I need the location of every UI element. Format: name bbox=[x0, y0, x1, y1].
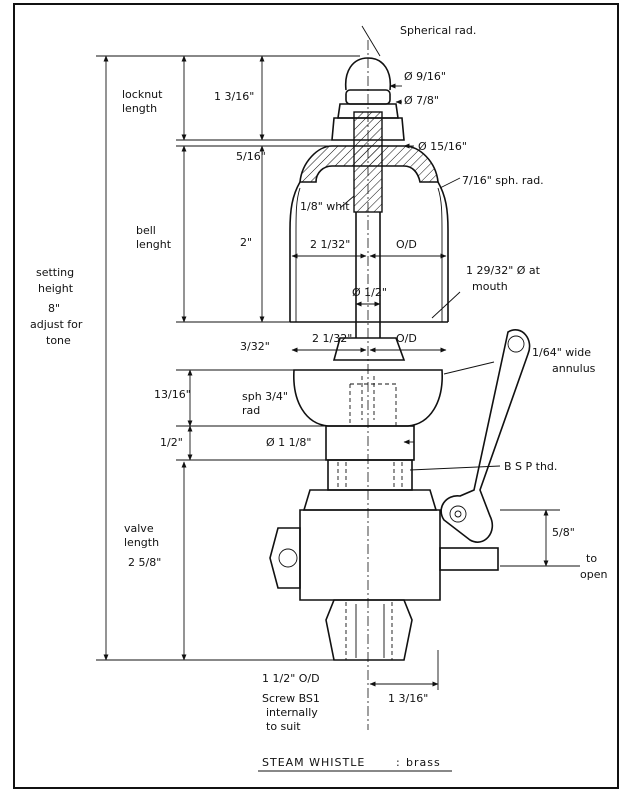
label-valve-length-value: 2 5/8" bbox=[128, 556, 161, 569]
dim-height-13-16: 13/16" bbox=[154, 388, 191, 401]
annotation-labels: Spherical rad. locknut length bell lengh… bbox=[30, 24, 607, 733]
horizontal-dimensions bbox=[291, 25, 580, 690]
dim-dia-1-1-8: Ø 1 1/8" bbox=[266, 436, 311, 449]
label-setting-height: height bbox=[38, 282, 74, 295]
label-bell: bell bbox=[136, 224, 156, 237]
dim-dia-1-2: Ø 1/2" bbox=[352, 286, 387, 299]
caption-separator: : bbox=[396, 756, 401, 769]
dim-od-bell: O/D bbox=[396, 238, 417, 251]
label-to-suit: to suit bbox=[266, 720, 301, 733]
label-mouth-diameter: 1 29/32" Ø at bbox=[466, 264, 541, 277]
left-dimensions bbox=[96, 55, 360, 661]
label-annulus: annulus bbox=[552, 362, 596, 375]
label-mouth: mouth bbox=[472, 280, 508, 293]
dim-height-1-3-16: 1 3/16" bbox=[214, 90, 254, 103]
dim-height-2: 2" bbox=[240, 236, 252, 249]
label-annulus-width: 1/64" wide bbox=[532, 346, 591, 359]
valve-body bbox=[269, 489, 499, 661]
label-locknut: locknut bbox=[122, 88, 163, 101]
dim-width-2-1-32-base: 2 1/32" bbox=[312, 332, 352, 345]
caption-title: STEAM WHISTLE bbox=[262, 756, 365, 769]
bell bbox=[289, 111, 449, 338]
label-setting-height-value: 8" bbox=[48, 302, 60, 315]
dim-height-1-2: 1/2" bbox=[160, 436, 183, 449]
label-bsp-thread: B S P thd. bbox=[504, 460, 557, 473]
dimension-values: Ø 9/16" Ø 7/8" Ø 15/16" 1 3/16" 5/16" 2"… bbox=[154, 70, 575, 705]
valve-lever bbox=[440, 329, 531, 543]
label-outlet-od: 1 1/2" O/D bbox=[262, 672, 320, 685]
label-tone: tone bbox=[46, 334, 71, 347]
label-valve-length: length bbox=[124, 536, 159, 549]
dim-dia-9-16: Ø 9/16" bbox=[404, 70, 446, 83]
label-sph-rad: sph 3/4" bbox=[242, 390, 288, 403]
neck-section bbox=[325, 425, 415, 491]
dim-width-3-32: 3/32" bbox=[240, 340, 270, 353]
dim-dia-15-16: Ø 15/16" bbox=[418, 140, 467, 153]
label-adjust-for: adjust for bbox=[30, 318, 83, 331]
label-open: open bbox=[580, 568, 607, 581]
dim-od-base: O/D bbox=[396, 332, 417, 345]
label-locknut-length: length bbox=[122, 102, 157, 115]
dim-height-5-16: 5/16" bbox=[236, 150, 266, 163]
label-setting: setting bbox=[36, 266, 74, 279]
drawing-caption: STEAM WHISTLE : brass bbox=[258, 756, 452, 772]
label-spherical-rad: Spherical rad. bbox=[400, 24, 476, 37]
dim-width-2-1-32-bell: 2 1/32" bbox=[310, 238, 350, 251]
label-bell-length: lenght bbox=[136, 238, 172, 251]
label-valve: valve bbox=[124, 522, 154, 535]
dim-width-1-3-16: 1 3/16" bbox=[388, 692, 428, 705]
label-whit: 1/8" whit bbox=[300, 200, 350, 213]
dim-height-5-8: 5/8" bbox=[552, 526, 575, 539]
caption-material: brass bbox=[406, 756, 441, 769]
label-screw: Screw BS1 bbox=[262, 692, 320, 705]
label-internally: internally bbox=[266, 706, 318, 719]
label-sph-rad-top: 7/16" sph. rad. bbox=[462, 174, 544, 187]
drawing-frame bbox=[13, 3, 619, 789]
dim-dia-7-8: Ø 7/8" bbox=[404, 94, 439, 107]
label-rad: rad bbox=[242, 404, 260, 417]
label-to: to bbox=[586, 552, 597, 565]
